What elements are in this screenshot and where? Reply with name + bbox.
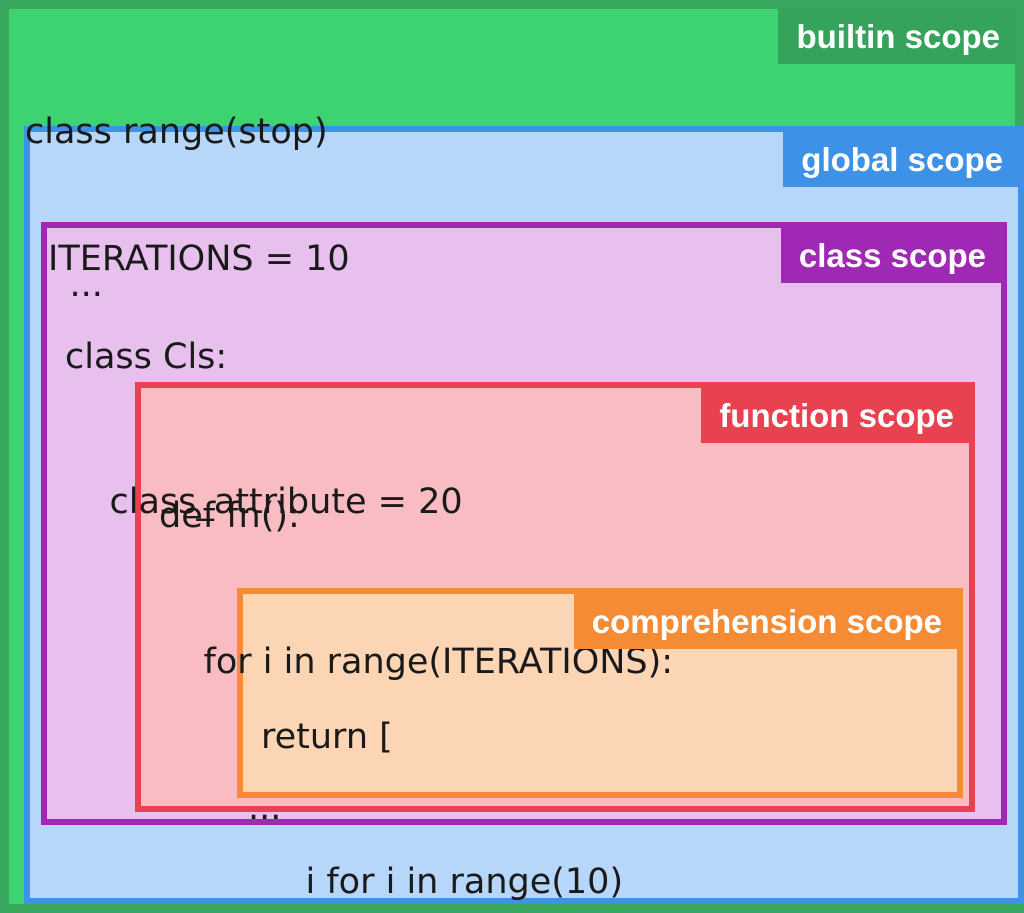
code-line: class_attribute = 20 <box>65 481 463 522</box>
code-line: def fn(): <box>159 496 300 537</box>
global-scope-code-bottom: Cls().fn() <box>48 835 201 913</box>
code-line: class range(stop) <box>25 112 328 153</box>
comprehension-scope-code: return [ i for i in range(10) ] <box>261 622 623 913</box>
code-line: ... <box>159 787 282 828</box>
comprehension-scope-box: comprehension scope return [ i for i in … <box>237 588 963 902</box>
class-scope-label: class scope <box>780 227 1002 283</box>
global-scope-code-top: ITERATIONS = 10 <box>48 144 350 375</box>
function-scope-box: function scope def fn(): for i in range(… <box>135 382 975 902</box>
code-line: ITERATIONS = 10 <box>48 239 350 280</box>
builtin-scope-label: builtin scope <box>778 8 1016 64</box>
code-line: return [ <box>261 717 393 758</box>
builtin-scope-code: class range(stop) ... <box>25 17 328 415</box>
class-scope-box: class scope class Cls: class_attribute =… <box>41 222 1007 902</box>
code-line: i for i in range(10) <box>261 861 624 902</box>
global-scope-label: global scope <box>783 131 1019 187</box>
comprehension-scope-label: comprehension scope <box>573 593 958 649</box>
code-line: ... <box>25 264 103 305</box>
global-scope-box: global scope ITERATIONS = 10 class scope… <box>24 126 1024 904</box>
class-scope-code: class Cls: class_attribute = 20 <box>65 242 463 624</box>
function-scope-label: function scope <box>701 387 970 443</box>
code-line: class Cls: <box>65 337 228 378</box>
